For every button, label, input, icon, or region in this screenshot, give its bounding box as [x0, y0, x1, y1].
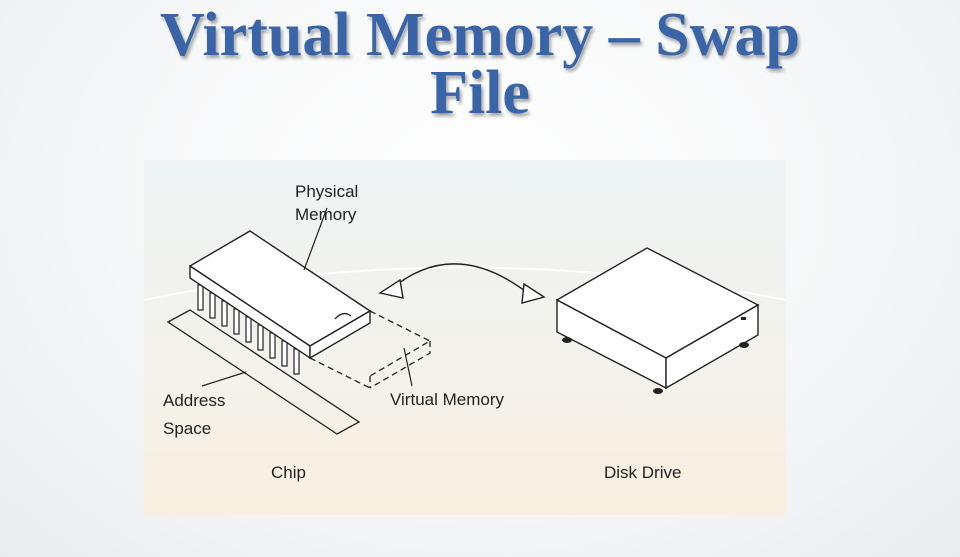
address-space-plate: [166, 309, 361, 435]
physical-memory-label-line-1: Physical: [295, 182, 358, 201]
swap-arrowhead-right: [521, 282, 546, 304]
slide-title-line-2: File: [430, 59, 530, 127]
chip-label: Chip: [271, 463, 306, 482]
physical-memory-leader: [303, 207, 328, 271]
virtual-memory-leader: [403, 347, 413, 387]
swap-arrowhead-left: [378, 278, 404, 299]
slide-title-line-1: Virtual Memory – Swap: [159, 1, 800, 69]
slide-title: Virtual Memory – Swap File: [60, 4, 900, 124]
virtual-memory-diagram: Physical Memory Virtual Memory Address S…: [144, 160, 786, 515]
address-space-leader: [201, 371, 247, 387]
physical-memory-label-line-2: Memory: [295, 205, 357, 224]
virtual-memory-label: Virtual Memory: [390, 390, 504, 409]
address-space-label-line-2: Space: [163, 419, 211, 438]
disk-drive-label: Disk Drive: [604, 463, 681, 482]
disk-drive-light: [741, 317, 746, 320]
diagram-canvas: Physical Memory Virtual Memory Address S…: [144, 160, 786, 515]
disk-drive-feet: [562, 337, 749, 394]
virtual-memory-extension: [309, 310, 432, 389]
address-space-label-line-1: Address: [163, 391, 225, 410]
chip-notch: [334, 312, 352, 320]
disk-drive: [555, 247, 760, 390]
swap-arrow-curve: [389, 263, 535, 299]
